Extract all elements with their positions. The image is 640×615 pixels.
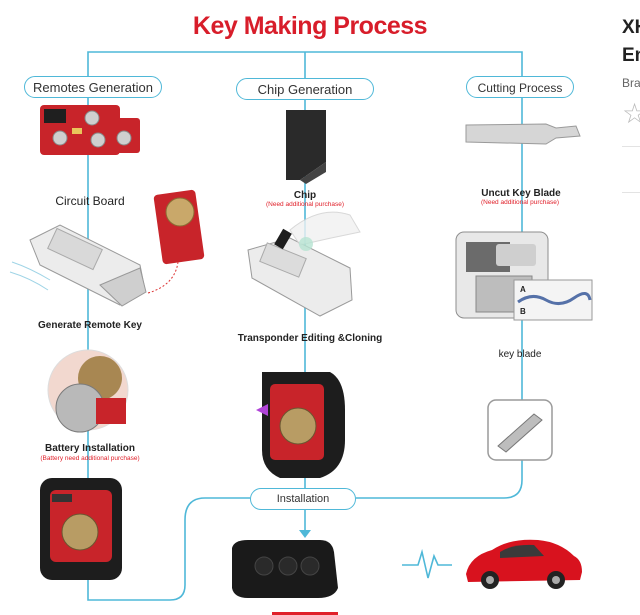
label-uncut-key-blade: Uncut Key Blade	[481, 188, 561, 199]
battery-image	[47, 349, 129, 433]
key-cutting-machine-image	[455, 231, 593, 321]
product-sidebar: XH En Bra ☆	[612, 0, 640, 615]
divider	[622, 192, 640, 193]
handheld-device-image	[9, 224, 147, 307]
flip-key-image	[232, 540, 338, 598]
label-battery-note: (Battery need additional purchase)	[40, 455, 140, 462]
pcb-tag-image	[147, 189, 205, 294]
label-key-blade: key blade	[498, 349, 542, 360]
label-battery-installation: Battery Installation	[44, 443, 136, 454]
product-title-line-2: En	[622, 45, 640, 66]
page-title: Key Making Process	[192, 12, 428, 40]
label-uncut-blade-note: (Need additional purchase)	[480, 199, 560, 206]
circuit-board-image	[40, 105, 140, 155]
section-cutting-process: Cutting Process	[466, 76, 574, 98]
graph-label-b: B	[520, 307, 526, 316]
product-brand[interactable]: Bra	[622, 76, 640, 90]
label-chip: Chip	[293, 190, 317, 201]
product-title-line-1: XH	[622, 17, 640, 38]
arrow-down-icon	[299, 530, 311, 538]
section-remotes-generation: Remotes Generation	[24, 76, 162, 98]
label-generate-remote-key: Generate Remote Key	[38, 320, 142, 331]
label-circuit-board: Circuit Board	[55, 194, 125, 208]
label-transponder-editing: Transponder Editing &Cloning	[237, 333, 383, 344]
key-fob-open-image	[40, 478, 122, 580]
graph-label-a: A	[520, 285, 526, 294]
flow-diagram: A B	[9, 51, 593, 615]
signal-pulse-icon	[402, 548, 452, 579]
transponder-chip-image	[286, 110, 326, 184]
cloning-device-image	[247, 211, 361, 317]
star-outline-icon[interactable]: ☆	[622, 97, 640, 130]
pcb-bottom-edge	[272, 612, 338, 615]
label-installation: Installation	[250, 488, 356, 510]
section-chip-generation: Chip Generation	[236, 78, 374, 100]
divider	[622, 146, 640, 147]
label-chip-note: (Need additional purchase)	[265, 201, 345, 208]
cut-key-blade-image	[487, 399, 553, 461]
uncut-key-blade-image	[465, 123, 581, 145]
product-title[interactable]: XH En	[622, 14, 640, 70]
red-car-image	[466, 539, 582, 589]
key-fob-chip-image	[256, 372, 345, 478]
